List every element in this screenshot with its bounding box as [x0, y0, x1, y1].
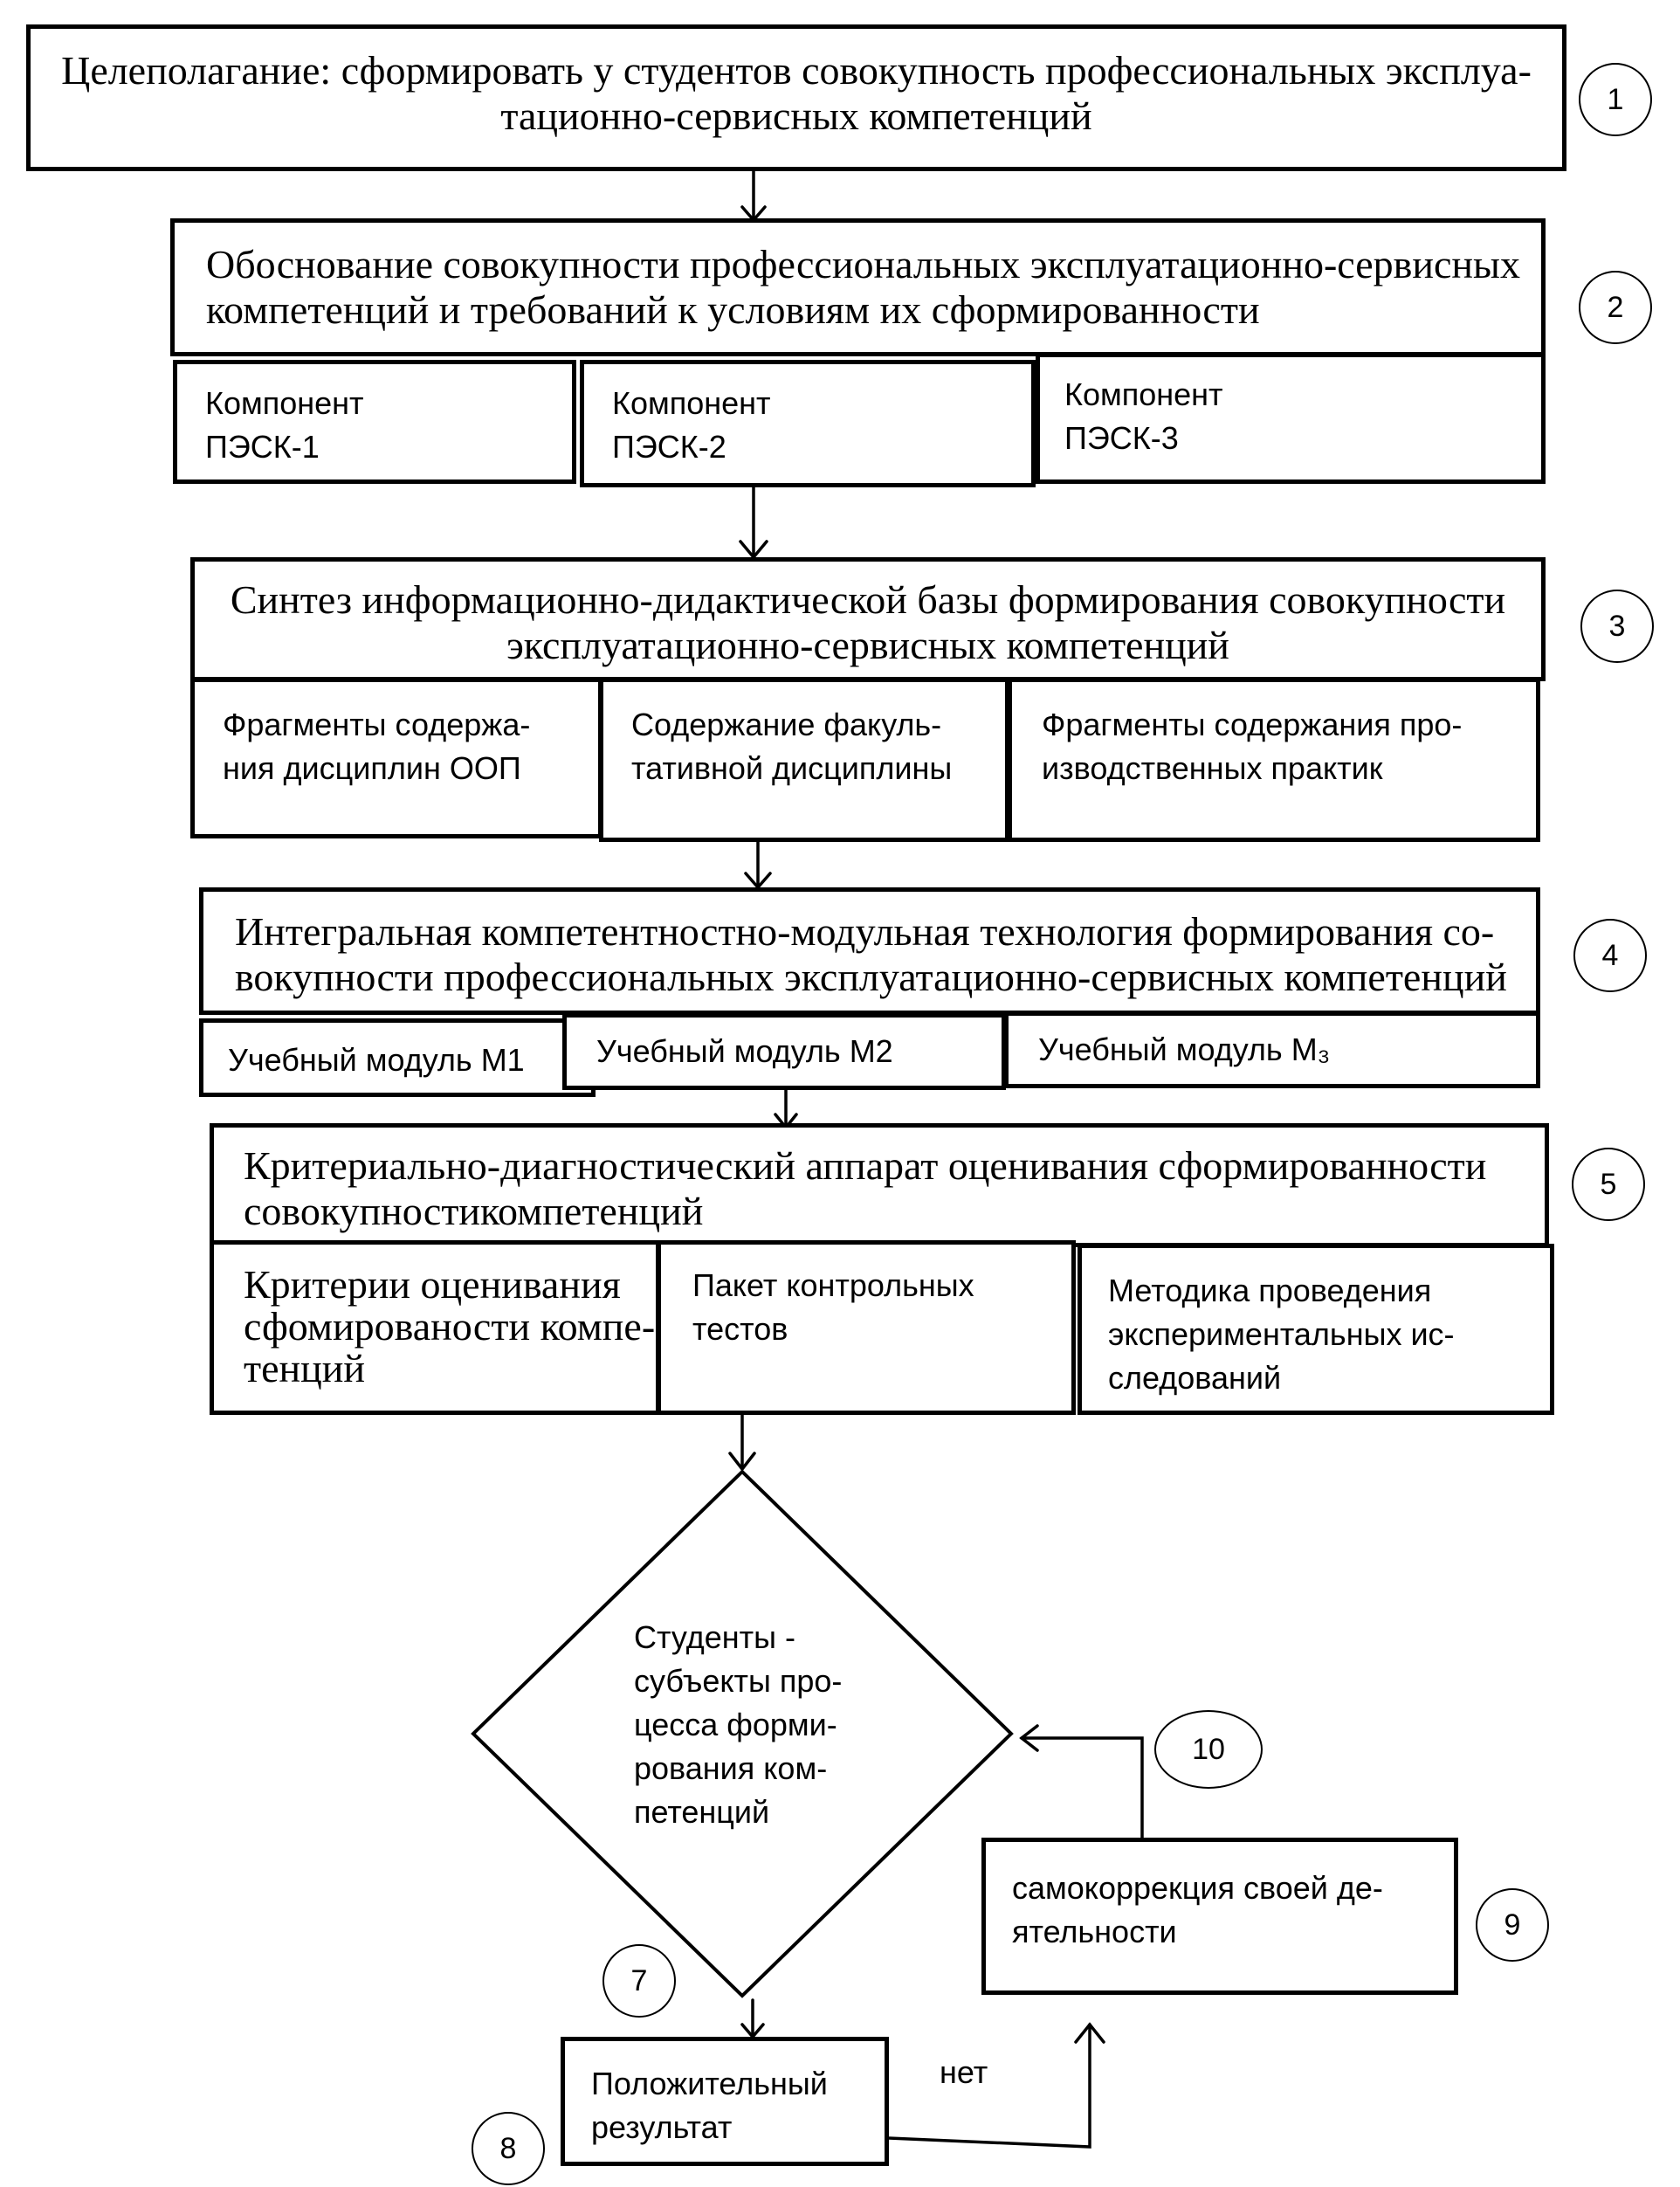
step3-number-circle: 3 [1580, 590, 1654, 663]
step5-component-1-text: Критерии оценивания сфомированости компе… [244, 1262, 656, 1390]
result-text: Положительный результат [591, 2066, 828, 2145]
decision-text: Студенты - субъекты про- цесса форми- ро… [634, 1619, 843, 1830]
circle-10: 10 [1154, 1710, 1263, 1789]
step4-module-1-text: Учебный модуль М1 [228, 1042, 525, 1078]
step2-component-1: Компонент ПЭСК-1 [173, 360, 576, 484]
step4-box: Интегральная компетентностно-модульная т… [199, 887, 1540, 1015]
step4-module-2: Учебный модуль М2 [562, 1013, 1006, 1090]
step2-text: Обоснование совокупности профессиональны… [206, 242, 1520, 332]
step2-box: Обоснование совокупности профессиональны… [170, 218, 1546, 356]
step2-number-circle: 2 [1579, 271, 1652, 344]
step3-box: Синтез информационно-дидактической базы … [190, 557, 1546, 681]
step5-component-3: Методика проведения экспериментальных ис… [1078, 1244, 1554, 1415]
step5-component-1: Критерии оценивания сфомированости компе… [210, 1240, 660, 1415]
step4-module-3-text: Учебный модуль М₃ [1038, 1031, 1331, 1067]
step5-component-3-text: Методика проведения экспериментальных ис… [1108, 1273, 1455, 1396]
step3-component-1-text: Фрагменты содержа- ния дисциплин ООП [223, 707, 531, 786]
arrow-correction-decision [1020, 1736, 1144, 1840]
step5-component-2-text: Пакет контрольных тестов [692, 1267, 974, 1347]
correction-text: самокоррекция своей де- ятельности [1012, 1870, 1383, 1949]
step3-component-3: Фрагменты содержания про- изводственных … [1008, 678, 1540, 842]
step3-component-2: Содержание факуль- тативной дисциплины [599, 678, 1009, 842]
step5-box: Критериально-диагностический аппарат оце… [210, 1123, 1549, 1247]
step3-text: Синтез информационно-дидактической базы … [230, 577, 1506, 667]
step2-component-2-text: Компонент ПЭСК-2 [612, 385, 771, 465]
step5-text: Критериально-диагностический аппарат оце… [244, 1143, 1487, 1233]
arrow-result-correction [887, 2023, 1091, 2149]
step5-component-2: Пакет контрольных тестов [657, 1240, 1076, 1415]
step1-box: Целеполагание: сформировать у студентов … [26, 24, 1566, 171]
step3-component-2-text: Содержание факуль- тативной дисциплины [631, 707, 953, 786]
step3-component-3-text: Фрагменты содержания про- изводственных … [1042, 707, 1463, 786]
correction-box: самокоррекция своей де- ятельности [981, 1838, 1458, 1995]
step1-text: Целеполагание: сформировать у студентов … [61, 48, 1532, 138]
step2-component-1-text: Компонент ПЭСК-1 [205, 385, 364, 465]
step4-text: Интегральная компетентностно-модульная т… [235, 909, 1507, 999]
step2-component-2: Компонент ПЭСК-2 [580, 360, 1036, 487]
result-number-circle: 8 [472, 2112, 545, 2185]
decision-diamond [471, 1469, 1014, 1998]
step4-number-circle: 4 [1573, 919, 1647, 992]
no-label: нет [940, 2054, 988, 2090]
step1-number-circle: 1 [1579, 63, 1652, 136]
step3-component-1: Фрагменты содержа- ния дисциплин ООП [190, 678, 602, 838]
correction-number-circle: 9 [1476, 1888, 1549, 1962]
result-box: Положительный результат [561, 2037, 889, 2166]
step5-number-circle: 5 [1572, 1148, 1645, 1221]
step4-module-3: Учебный модуль М₃ [1004, 1011, 1540, 1088]
step4-module-1: Учебный модуль М1 [199, 1018, 596, 1097]
circle-7: 7 [602, 1944, 676, 2018]
step2-component-3-text: Компонент ПЭСК-3 [1064, 376, 1223, 456]
step2-component-3: Компонент ПЭСК-3 [1036, 353, 1546, 484]
step4-module-2-text: Учебный модуль М2 [596, 1033, 893, 1069]
